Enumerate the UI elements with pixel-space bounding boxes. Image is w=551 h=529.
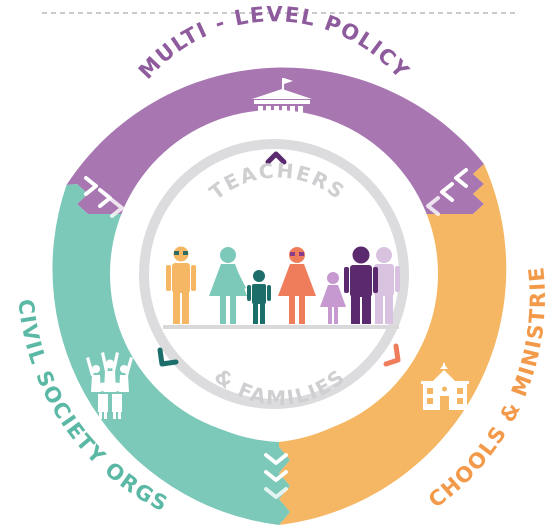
ring-segment-multi-level-policy <box>66 67 484 214</box>
school-house-icon <box>421 363 469 410</box>
person-child-girl-icon <box>320 272 346 324</box>
person-mother-icon <box>209 247 247 324</box>
person-father-icon <box>344 246 378 324</box>
seam-chevrons-left <box>84 176 124 218</box>
chevron-down-left-icon <box>157 347 179 367</box>
inner-ring <box>139 139 409 409</box>
person-teacher-man-icon <box>166 246 196 324</box>
person-child-boy-icon <box>247 270 271 324</box>
family-group-icon <box>163 246 400 329</box>
seam-chevrons-right <box>426 168 468 216</box>
crowd-raised-hands-icon <box>86 352 133 419</box>
person-teacher-woman-icon <box>278 247 316 324</box>
chevron-up-icon <box>265 151 287 165</box>
government-building-icon <box>249 78 315 130</box>
ring-segment-schools-ministries <box>279 164 507 525</box>
seam-chevrons-bottom <box>264 453 288 499</box>
inner-disk <box>110 110 438 438</box>
chevron-down-right-icon <box>383 343 401 367</box>
person-father-back-icon <box>374 247 400 324</box>
